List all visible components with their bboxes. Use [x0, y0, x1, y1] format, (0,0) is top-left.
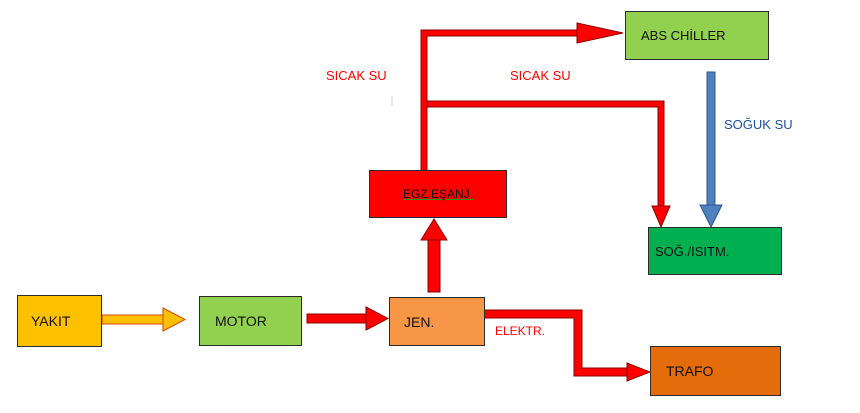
transformer-label: TRAFO	[666, 363, 714, 379]
fuel-arrowhead	[162, 307, 187, 332]
motor-to-gen-arrowhead	[365, 306, 390, 331]
cold-water-arrowhead	[699, 204, 723, 229]
fuel-arrow-shaft	[101, 314, 165, 325]
abs-chiller-label: ABS CHİLLER	[641, 28, 726, 43]
electric-arrowhead	[626, 362, 652, 382]
gen-to-exchanger-shaft	[427, 237, 441, 293]
exhaust-exchanger-box: EGZ.EŞANJ.	[369, 170, 507, 218]
hot-water-label-left: SICAK SU	[326, 68, 387, 83]
generator-box: JEN.	[389, 297, 485, 346]
abs-chiller-box: ABS CHİLLER	[625, 11, 769, 60]
exhaust-exchanger-label: EGZ.EŞANJ.	[402, 187, 473, 201]
motor-box: MOTOR	[199, 296, 302, 346]
cold-water-arrow-shaft	[706, 71, 716, 207]
electric-line-to-trafo	[485, 309, 628, 377]
gen-to-exchanger-arrowhead	[420, 218, 448, 241]
motor-to-gen-shaft	[306, 313, 368, 324]
cooling-heating-label: SOĞ./ISITM.	[655, 243, 730, 259]
electricity-label: ELEKTR.	[495, 324, 546, 338]
fuel-box: YAKIT	[17, 295, 102, 347]
arrowhead-to-heating	[651, 205, 671, 229]
arrowhead-to-chiller	[576, 22, 624, 44]
transformer-box: TRAFO	[650, 346, 781, 396]
hot-water-label-right: SICAK SU	[510, 68, 571, 83]
motor-box-label: MOTOR	[215, 313, 267, 329]
cooling-heating-box: SOĞ./ISITM.	[648, 227, 782, 275]
cold-water-label: SOĞUK SU	[724, 117, 793, 132]
generator-box-label: JEN.	[404, 313, 435, 330]
fuel-box-label: YAKIT	[31, 313, 71, 329]
